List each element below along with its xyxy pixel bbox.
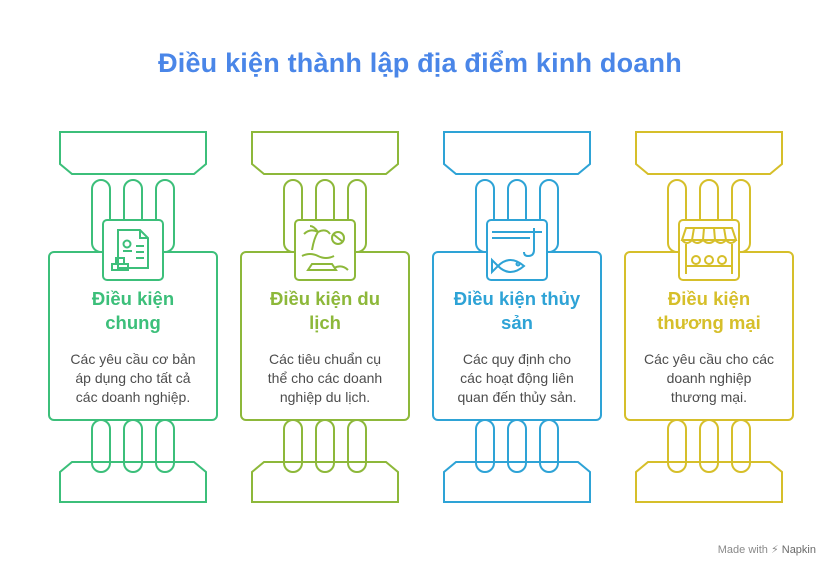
card-description: Các quy định cho các hoạt động liên quan… bbox=[457, 351, 577, 405]
fish-hook-icon bbox=[486, 219, 548, 281]
card-description: Các yêu cầu cho các doanh nghiệp thương … bbox=[644, 351, 774, 405]
pillar-base bbox=[59, 461, 207, 503]
card-general: Điều kiện chung Các yêu cầu cơ bản áp dụ… bbox=[48, 252, 218, 420]
card-description: Các tiêu chuẩn cụ thể cho các doanh nghi… bbox=[267, 351, 383, 405]
market-stall-icon bbox=[678, 219, 740, 281]
pillar-base bbox=[443, 461, 591, 503]
pillar-capital bbox=[59, 131, 207, 175]
card-title: Điều kiện chung bbox=[91, 288, 175, 333]
pillar-capital bbox=[635, 131, 783, 175]
card-title: Điều kiện thương mại bbox=[657, 288, 761, 333]
card-title: Điều kiện du lịch bbox=[270, 288, 380, 333]
pillar-base bbox=[251, 461, 399, 503]
card-description: Các yêu cầu cơ bản áp dụng cho tất cả cá… bbox=[70, 351, 196, 405]
card-aquaculture: Điều kiện thủy sản Các quy định cho các … bbox=[432, 252, 602, 420]
page-title: Điều kiện thành lập địa điểm kinh doanh bbox=[158, 48, 682, 78]
footer-credit: Made with ⚡ Napkin bbox=[717, 544, 816, 556]
card-commerce: Điều kiện thương mại Các yêu cầu cho các… bbox=[624, 252, 794, 420]
pillar-capital bbox=[251, 131, 399, 175]
pillar-base bbox=[635, 461, 783, 503]
pillar-capital bbox=[443, 131, 591, 175]
pillar-aquaculture: Điều kiện thủy sản Các quy định cho các … bbox=[432, 128, 602, 506]
pillar-commerce: Điều kiện thương mại Các yêu cầu cho các… bbox=[624, 128, 794, 506]
document-stamp-icon bbox=[102, 219, 164, 281]
pillar-tourism: Điều kiện du lịch Các tiêu chuẩn cụ thể … bbox=[240, 128, 410, 506]
pillar-general: Điều kiện chung Các yêu cầu cơ bản áp dụ… bbox=[48, 128, 218, 506]
card-title: Điều kiện thủy sản bbox=[453, 288, 581, 333]
beach-travel-icon bbox=[294, 219, 356, 281]
napkin-logo-icon: ⚡ bbox=[770, 544, 779, 556]
card-tourism: Điều kiện du lịch Các tiêu chuẩn cụ thể … bbox=[240, 252, 410, 420]
